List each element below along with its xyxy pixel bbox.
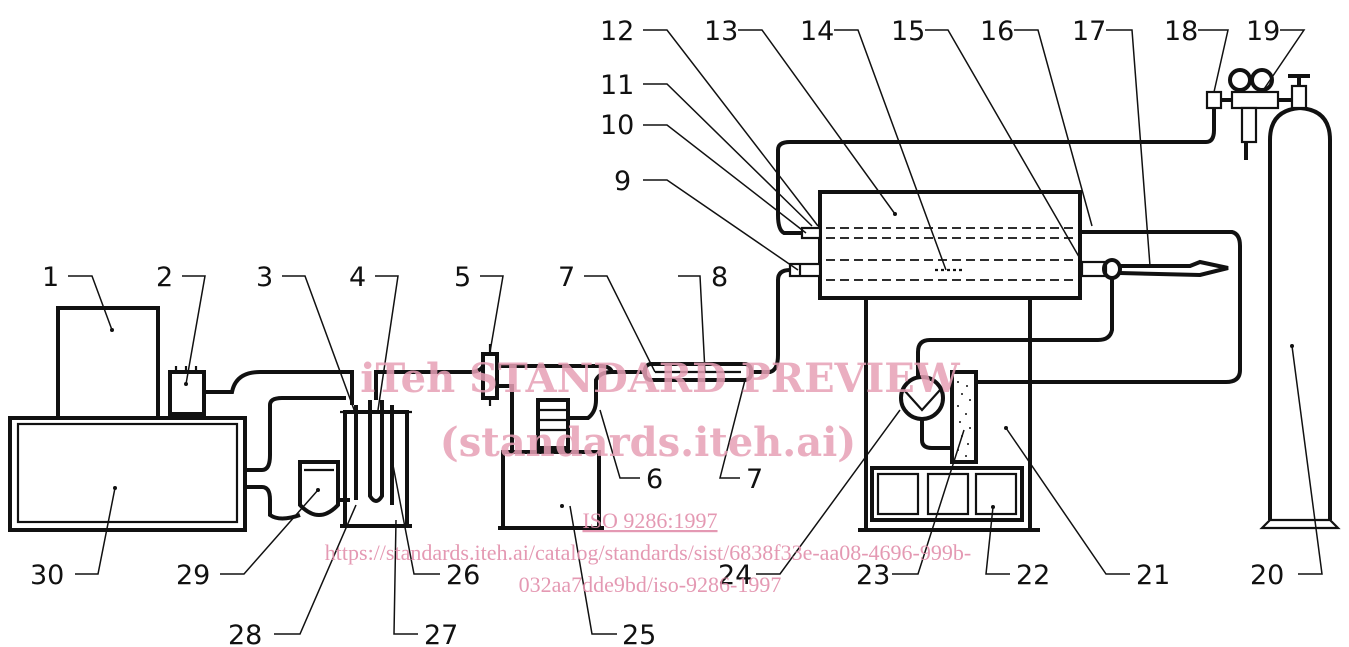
label-14: 14 xyxy=(800,16,834,47)
label-10: 10 xyxy=(600,110,634,141)
piping xyxy=(204,98,1292,521)
label-23: 23 xyxy=(856,560,890,591)
tube-furnace-13 xyxy=(818,190,1082,300)
label-8: 8 xyxy=(711,262,728,293)
unit-2 xyxy=(168,366,206,416)
unit-1 xyxy=(56,306,160,420)
label-17: 17 xyxy=(1072,16,1106,47)
column-23 xyxy=(950,370,978,464)
watermark-line-4[interactable]: https://standards.iteh.ai/catalog/standa… xyxy=(325,540,971,565)
watermark-line-1: iTeh STANDARD PREVIEW xyxy=(360,355,961,402)
label-25: 25 xyxy=(622,620,656,647)
label-2: 2 xyxy=(156,262,173,293)
label-20: 20 xyxy=(1250,560,1284,591)
pump-base-25 xyxy=(498,398,604,530)
stand-21 xyxy=(858,296,1040,532)
gas-cylinder-20 xyxy=(1259,74,1341,530)
label-13: 13 xyxy=(704,16,738,47)
vessel-29 xyxy=(298,460,340,517)
label-19: 19 xyxy=(1246,16,1280,47)
label-22: 22 xyxy=(1016,560,1050,591)
number-labels: 1 2 3 4 5 7 8 9 10 11 12 13 14 15 16 17 … xyxy=(30,16,1284,647)
label-16: 16 xyxy=(980,16,1014,47)
label-29: 29 xyxy=(176,560,210,591)
watermark-line-2: (standards.iteh.ai) xyxy=(440,419,856,466)
label-30: 30 xyxy=(30,560,64,591)
label-9: 9 xyxy=(614,166,631,197)
label-1: 1 xyxy=(42,262,59,293)
watermark-line-3[interactable]: ISO 9286:1997 xyxy=(582,508,717,533)
fittings-left xyxy=(788,226,822,278)
label-18: 18 xyxy=(1164,16,1198,47)
leader-lines xyxy=(68,29,1323,635)
bath-27 xyxy=(338,400,412,528)
watermark: iTeh STANDARD PREVIEW (standards.iteh.ai… xyxy=(325,355,971,597)
label-27: 27 xyxy=(424,620,458,647)
label-6: 6 xyxy=(646,464,663,495)
outlet-17 xyxy=(1080,258,1229,280)
label-3: 3 xyxy=(256,262,273,293)
label-15: 15 xyxy=(891,16,925,47)
label-28: 28 xyxy=(228,620,262,647)
label-26: 26 xyxy=(446,560,480,591)
label-24: 24 xyxy=(718,560,752,591)
label-11: 11 xyxy=(600,70,634,101)
label-12: 12 xyxy=(600,16,634,47)
label-5: 5 xyxy=(454,262,471,293)
label-7-top: 7 xyxy=(558,262,575,293)
label-4: 4 xyxy=(349,262,366,293)
watermark-line-5[interactable]: 032aa7dde9bd/iso-9286-1997 xyxy=(519,572,782,597)
label-21: 21 xyxy=(1136,560,1170,591)
base-cabinet-30 xyxy=(8,416,247,532)
label-7-bottom: 7 xyxy=(746,464,763,495)
